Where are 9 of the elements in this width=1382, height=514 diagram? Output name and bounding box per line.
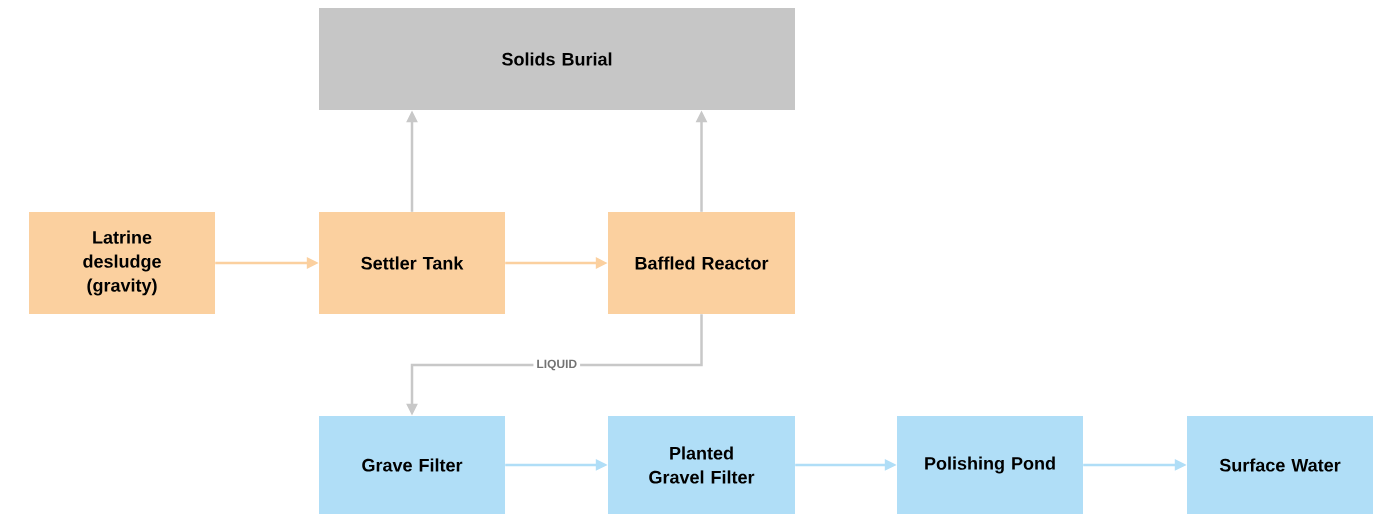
process-box: Latrine desludge (gravity) <box>29 212 215 314</box>
process-box: Surface Water <box>1187 416 1373 514</box>
process-box: Grave Filter <box>319 416 505 514</box>
process-box: Settler Tank <box>319 212 505 314</box>
process-box: Baffled Reactor <box>608 212 795 314</box>
edge-label: LIQUID <box>533 356 581 374</box>
process-box: Solids Burial <box>319 8 795 110</box>
process-box: Polishing Pond <box>897 416 1083 514</box>
process-box: Planted Gravel Filter <box>608 416 795 514</box>
